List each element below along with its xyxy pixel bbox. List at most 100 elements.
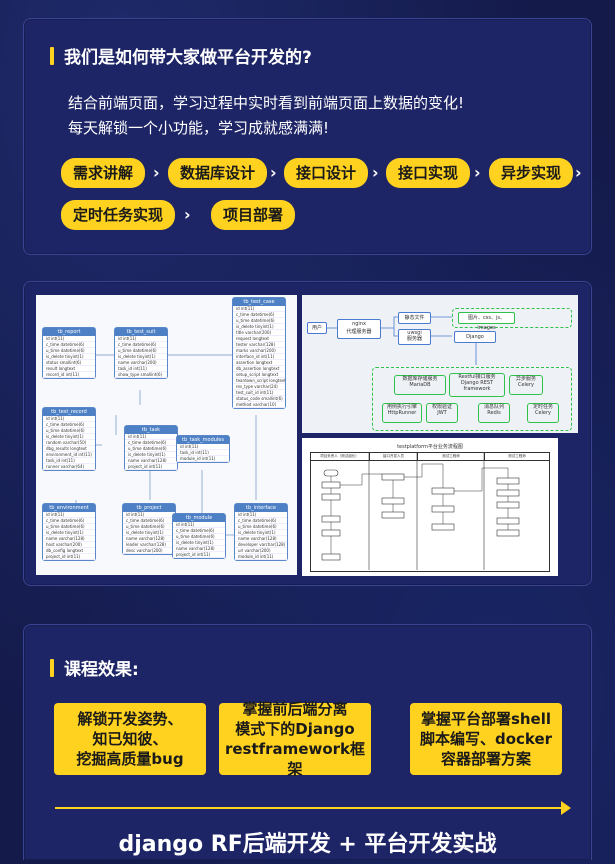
er-table-field: is_delete tinyint(1) (125, 452, 177, 458)
arch-service-line: Django REST (460, 380, 494, 386)
er-table-field: dbg_results longtext (43, 446, 95, 452)
er-table-field: is_delete tinyint(1) (43, 354, 95, 360)
er-table-field: is_delete tinyint(1) (115, 354, 167, 360)
er-table-field: c_time datetime(6) (173, 528, 225, 534)
er-table-field: runner varchar(64) (43, 464, 95, 470)
flowchart-title: testplatform平台业务流程图 (397, 444, 463, 450)
er-table-field: u_time datetime(6) (115, 348, 167, 354)
section-plan-title: 我们是如何带大家做平台开发的? (64, 48, 312, 68)
er-table-name: tb_interface (235, 504, 287, 512)
er-table-field: name varchar(128) (173, 546, 225, 552)
arch-service-node: 权限验证 JWT (426, 403, 458, 423)
er-table-field: u_time datetime(6) (43, 524, 95, 530)
effect-line: 掌握前后端分离 (242, 700, 348, 718)
er-table-field: desc varchar(200) (123, 548, 175, 554)
er-table-field: c_time datetime(6) (43, 422, 95, 428)
footer-title: django RF后端开发 + 平台开发实战 (118, 832, 497, 857)
arch-service-node: Restful接口服务 Django REST framework (449, 373, 505, 397)
arch-service-line: 消息队列 (483, 404, 504, 410)
er-table-field: is_delete tinyint(1) (43, 434, 95, 440)
er-table-field: is_delete tinyint(1) (235, 530, 287, 536)
architecture-diagram: 用户 nginx 代理服务器 静态文件 uwsgi 服务器 图片、css、js、… (302, 295, 578, 433)
step-pill: 接口设计 (284, 158, 369, 188)
er-table-field: u_time datetime(6) (173, 534, 225, 540)
er-table-field: u_time datetime(6) (43, 428, 95, 434)
arch-service-line: framework (463, 386, 491, 392)
arch-service-line: 权限验证 (431, 404, 452, 410)
er-table-name: tb_report (43, 328, 95, 336)
er-table-field: c_time datetime(6) (125, 440, 177, 446)
flowchart-frame (310, 452, 550, 572)
er-table-field: c_time datetime(6) (115, 342, 167, 348)
step-pill: 接口实现 (386, 158, 471, 188)
flowchart-lane-header: 项目负责人（测试组长） (310, 452, 370, 461)
er-table-field: module_id int(11) (235, 554, 287, 560)
chevron-right-icon: › (184, 205, 191, 224)
section-effects-title: 课程效果: (64, 660, 139, 680)
er-table-field: task_id int(11) (115, 366, 167, 372)
er-table-field: id int(11) (125, 434, 177, 440)
er-table-field: name varchar(128) (43, 536, 95, 542)
er-table-field: environment_id int(11) (43, 452, 95, 458)
er-table-field: interface_id int(11) (233, 354, 285, 360)
arch-service-line: 数据库存储服务 (402, 376, 438, 382)
er-table-field: is_delete tinyint(1) (123, 530, 175, 536)
er-table-field: teardown_script longtext (233, 378, 285, 384)
er-table-name: tb_environment (43, 504, 95, 512)
effect-line: restframework框架 (224, 740, 366, 778)
effect-line: 容器部署方案 (440, 750, 531, 768)
section-plan-heading: 我们是如何带大家做平台开发的? (50, 43, 312, 68)
chevron-right-icon: › (372, 163, 379, 182)
er-table-field: tester varchar(128) (233, 342, 285, 348)
er-table-field: name varchar(200) (115, 360, 167, 366)
er-table-field: c_time datetime(6) (233, 312, 285, 318)
er-table-field: title varchar(200) (233, 330, 285, 336)
er-table-field: developer varchar(128) (235, 542, 287, 548)
er-table-name: tb_test_record (43, 408, 95, 416)
arch-nginx-line: nginx (352, 321, 366, 327)
er-table-field: id int(11) (43, 512, 95, 518)
arch-services-group (372, 367, 572, 431)
er-table-field: url varchar(200) (235, 548, 287, 554)
er-table-field: is_delete tinyint(1) (233, 324, 285, 330)
intro-line: 结合前端页面，学习过程中实时看到前端页面上数据的变化! (68, 94, 465, 112)
effect-line: 掌握平台部署shell (420, 710, 552, 728)
er-table-field: u_time datetime(6) (43, 348, 95, 354)
er-table-field: id int(11) (233, 306, 285, 312)
er-table-field: id int(11) (123, 512, 175, 518)
arch-service-line: MariaDB (409, 382, 431, 388)
arch-service-node: 数据库存储服务 MariaDB (394, 375, 446, 395)
arch-service-node: 定时任务 Celery (527, 403, 559, 423)
er-table-field: test_suit_id int(11) (233, 390, 285, 396)
effect-card: 解锁开发姿势、 知已知彼、 挖掘高质量bug (54, 703, 206, 775)
er-table-field: request longtext (233, 336, 285, 342)
chevron-right-icon: › (153, 163, 160, 182)
arch-assets-node: 图片、css、js、images (458, 312, 515, 331)
er-table-field: u_time datetime(6) (235, 524, 287, 530)
er-table-field: is_delete tinyint(1) (43, 530, 95, 536)
er-table-field: name varchar(128) (125, 458, 177, 464)
er-table-field: id int(11) (43, 336, 95, 342)
er-table-field: task_id int(11) (43, 458, 95, 464)
intro-line: 每天解锁一个小功能，学习成就感满满! (68, 119, 330, 137)
er-table-field: method varchar(10) (233, 402, 285, 408)
er-table-field: is_delete tinyint(1) (173, 540, 225, 546)
er-table-field: c_time datetime(6) (43, 342, 95, 348)
flowchart-lane-header: 测试工程师 (485, 452, 549, 461)
arch-nginx-node: nginx 代理服务器 (337, 319, 381, 339)
er-table-field: u_time datetime(6) (123, 524, 175, 530)
er-table-field: record_id int(11) (43, 372, 95, 378)
chevron-right-icon: › (575, 163, 582, 182)
business-flowchart: testplatform平台业务流程图 项目负责人（测试组长） 接口开发人员 测… (302, 438, 558, 576)
er-table-field: c_time datetime(6) (43, 518, 95, 524)
er-table-field: id int(11) (115, 336, 167, 342)
arch-service-line: Restful接口服务 (458, 374, 496, 380)
er-table-field: id int(11) (43, 416, 95, 422)
section-effects-heading: 课程效果: (50, 655, 139, 680)
step-pill: 数据库设计 (168, 158, 268, 188)
